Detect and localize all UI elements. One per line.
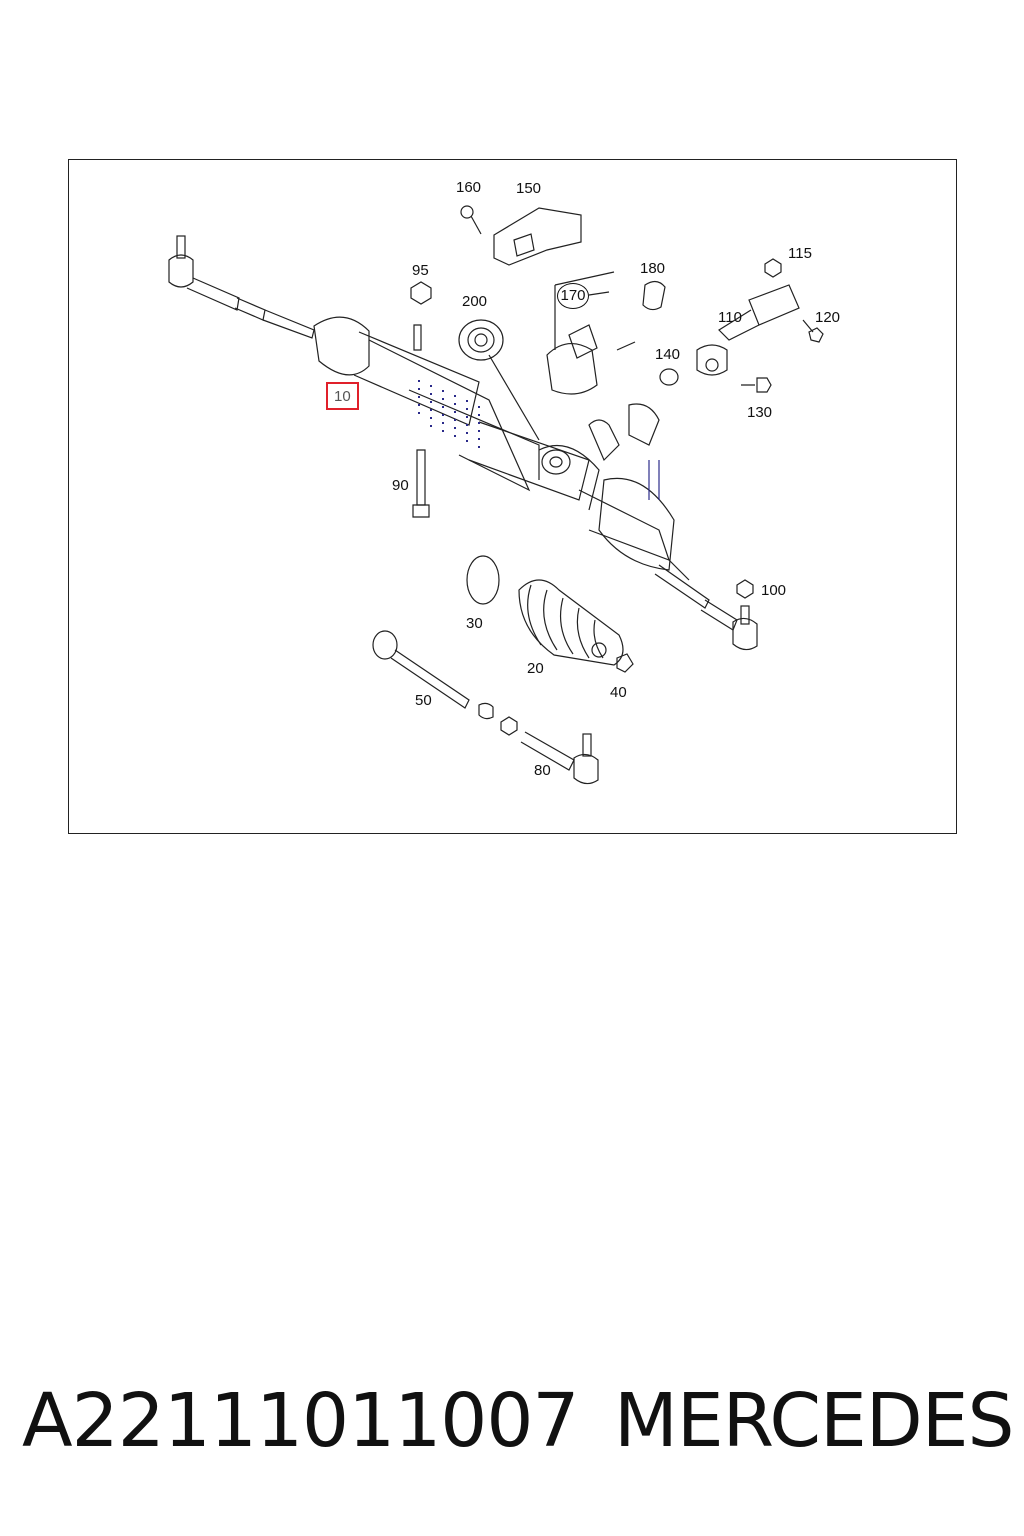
sleeve-180 <box>642 280 666 311</box>
callout-20: 20 <box>527 660 544 677</box>
callout-160: 160 <box>456 179 482 196</box>
bearing-200 <box>458 319 540 441</box>
parts-diagram: 160 150 95 200 170 180 115 110 120 140 1… <box>68 159 957 834</box>
callout-180: 180 <box>640 260 666 277</box>
nut-100 <box>736 579 754 599</box>
bolt-90 <box>412 449 430 518</box>
inner-tie-rod-50 <box>372 630 518 736</box>
boot-texture <box>418 380 480 452</box>
callout-10-highlighted[interactable]: 10 <box>326 382 359 410</box>
nut-95 <box>410 281 432 305</box>
callout-90: 90 <box>392 477 409 494</box>
callout-130: 130 <box>747 404 773 421</box>
motor-170 <box>546 271 636 395</box>
outer-tie-rod-80 <box>520 731 599 785</box>
rack-housing <box>313 316 690 581</box>
right-tie-rod-end <box>654 564 758 651</box>
bracket-150 <box>460 205 582 266</box>
part-number: A22111011007 <box>22 1378 580 1464</box>
steering-rack-drawing <box>168 205 824 785</box>
callout-50: 50 <box>415 692 432 709</box>
nut-115 <box>764 258 782 278</box>
callout-120: 120 <box>815 309 841 326</box>
callout-140: 140 <box>655 346 681 363</box>
clip-40 <box>616 653 634 673</box>
callout-40: 40 <box>610 684 627 701</box>
shaft-110 <box>696 284 800 376</box>
callout-30: 30 <box>466 615 483 632</box>
callout-100: 100 <box>761 582 787 599</box>
callout-200: 200 <box>462 293 488 310</box>
callout-80: 80 <box>534 762 551 779</box>
bolt-120 <box>802 319 824 343</box>
callout-110: 110 <box>718 309 742 326</box>
left-tie-rod-end <box>168 235 315 339</box>
boot-20 <box>518 579 624 666</box>
callout-150: 150 <box>516 180 542 197</box>
callout-115: 115 <box>788 245 812 262</box>
bolt-130 <box>741 377 772 393</box>
callout-170: 170 <box>557 283 589 309</box>
washer-140 <box>659 368 679 386</box>
caption: A22111011007 MERCEDES <box>0 1378 1024 1468</box>
brand-name: MERCEDES <box>614 1378 1014 1464</box>
clamp-30 <box>466 555 500 605</box>
callout-95: 95 <box>412 262 429 279</box>
